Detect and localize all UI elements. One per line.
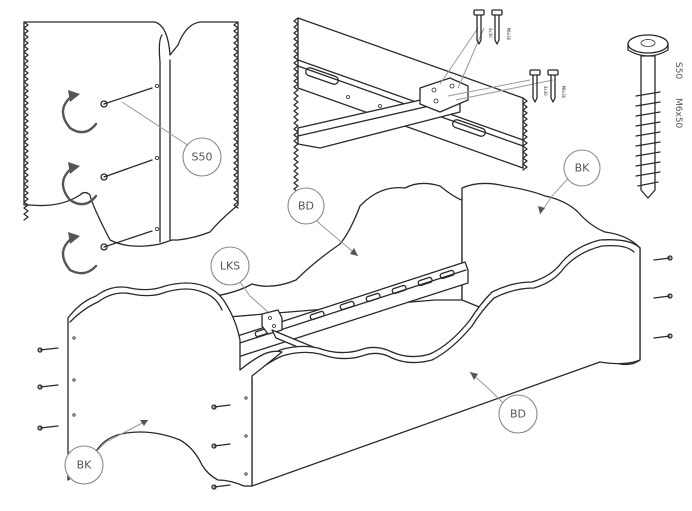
callouts: S50 BD BK LKS BD BK (64, 101, 601, 485)
screw-1 (100, 84, 159, 108)
screw-size-label: M6x50 (673, 98, 683, 129)
svg-text:BK: BK (77, 459, 93, 472)
callout-bd-top: BD (287, 187, 325, 225)
callout-lks: LKS (210, 246, 250, 286)
svg-text:M6x30: M6x30 (561, 86, 566, 99)
rotate-arrow-icon (61, 166, 98, 206)
svg-text:4x30: 4x30 (543, 86, 548, 96)
svg-text:BK: BK (575, 162, 591, 175)
front-side-panel (239, 239, 641, 487)
rotate-arrow-icon (61, 236, 98, 275)
bed-assembly (67, 182, 641, 487)
screw-code-label: S50 (673, 62, 683, 79)
front-end-panel (67, 282, 283, 487)
rotate-arrow-icon (61, 94, 98, 134)
svg-text:4x30: 4x30 (488, 28, 493, 38)
small-screw-c: 4x30 (529, 69, 548, 103)
main-screws (37, 255, 673, 490)
small-screw-b: M6x30 (491, 9, 511, 45)
back-side-panel (215, 182, 463, 319)
small-screw-d: M6x30 (547, 69, 566, 103)
svg-text:BD: BD (510, 408, 526, 421)
svg-text:S50: S50 (192, 151, 213, 164)
screw-2 (100, 155, 159, 181)
svg-text:M6x30: M6x30 (506, 28, 511, 41)
callout-s50: S50 (182, 137, 222, 177)
detail-screw-s50: S50 M6x50 (627, 34, 683, 199)
callout-bk-bottom: BK (64, 445, 104, 485)
svg-text:LKS: LKS (220, 260, 240, 273)
lks-bracket (261, 309, 283, 335)
callout-bd-bottom: BD (498, 394, 538, 434)
small-screw-a: 4x30 (473, 9, 493, 45)
screw-3 (100, 226, 159, 251)
callout-bk-top: BK (563, 149, 601, 187)
svg-text:BD: BD (298, 200, 314, 213)
detail-panel-corner (23, 21, 239, 275)
detail-rail-bracket: 4x30 M6x30 4x30 M6x30 (293, 9, 566, 199)
